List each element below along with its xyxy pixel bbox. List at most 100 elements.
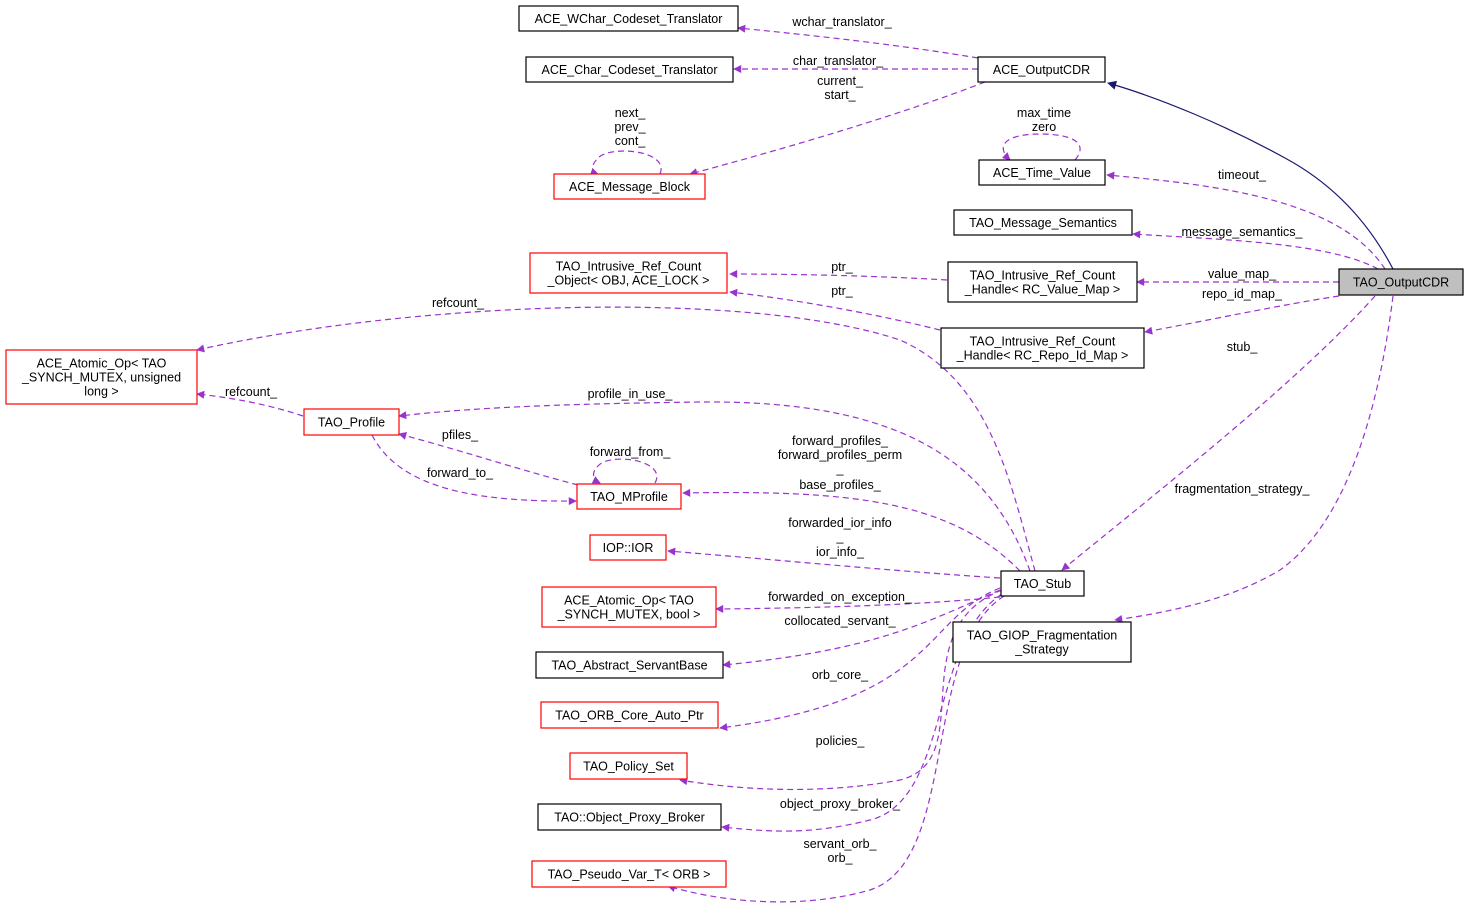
node-label-line: TAO_Abstract_ServantBase	[551, 659, 707, 673]
node-label-line: ACE_Time_Value	[993, 166, 1091, 180]
edge-profile-in-use	[398, 401, 1031, 572]
node-label-line: ACE_Message_Block	[569, 180, 691, 194]
node-ace-char-codeset-translator[interactable]: ACE_Char_Codeset_Translator	[525, 56, 734, 83]
label-fragmentation-strategy: fragmentation_strategy_	[1175, 482, 1311, 496]
node-tao-giop-fragmentation-strategy[interactable]: TAO_GIOP_Fragmentation_Strategy	[952, 621, 1132, 663]
node-tao-message-semantics[interactable]: TAO_Message_Semantics	[953, 209, 1133, 236]
label-forward-to: forward_to_	[427, 466, 494, 480]
node-box	[525, 56, 734, 83]
node-label-line: TAO_MProfile	[590, 490, 668, 504]
node-ace-wchar-codeset-translator[interactable]: ACE_WChar_Codeset_Translator	[518, 5, 739, 32]
edge-label-line: policies_	[816, 734, 866, 748]
label-ior-info: ior_info_	[816, 545, 865, 559]
label-profile-in-use: profile_in_use_	[588, 387, 674, 401]
label-collocated-servant: collocated_servant_	[784, 614, 896, 628]
edge-label-line: fragmentation_strategy_	[1175, 482, 1311, 496]
edge-label-line: ptr_	[831, 284, 854, 298]
node-box	[1338, 268, 1464, 296]
node-tao-abstract-servantbase[interactable]: TAO_Abstract_ServantBase	[535, 651, 724, 679]
label-servant-orb: servant_orb_orb_	[804, 837, 878, 865]
node-ace-time-value[interactable]: ACE_Time_Value	[978, 159, 1106, 186]
node-label-line: TAO_OutputCDR	[1353, 276, 1449, 290]
node-label-line: TAO_Intrusive_Ref_Count	[970, 335, 1116, 349]
label-stub: stub_	[1227, 340, 1259, 354]
label-forward-from: forward_from_	[590, 445, 672, 459]
node-box	[553, 173, 706, 200]
node-tao-intrusive-ref-count-object[interactable]: TAO_Intrusive_Ref_Count_Object< OBJ, ACE…	[529, 252, 728, 294]
node-label-line: TAO_Intrusive_Ref_Count	[970, 269, 1116, 283]
edges	[196, 24, 1394, 903]
node-tao-mprofile[interactable]: TAO_MProfile	[576, 483, 682, 510]
edge-label-line: orb_	[827, 851, 853, 865]
edge-forward-from	[591, 458, 658, 484]
node-box	[978, 159, 1106, 186]
edge-wchar-translator	[737, 24, 979, 59]
node-label-line: TAO_Intrusive_Ref_Count	[556, 260, 702, 274]
edge-stub	[1061, 295, 1376, 571]
node-label-line: ACE_Char_Codeset_Translator	[541, 63, 717, 77]
edge-label-line: orb_core_	[812, 668, 869, 682]
edge-forwarded-on-exception	[715, 596, 1001, 613]
node-label-line: _Handle< RC_Value_Map >	[964, 283, 1120, 297]
node-box	[518, 5, 739, 32]
edge-label-line: _	[836, 462, 845, 476]
node-label-line: TAO_Stub	[1014, 577, 1071, 591]
node-label-line: _Object< OBJ, ACE_LOCK >	[547, 274, 710, 288]
edge-label-line: forwarded_ior_info	[788, 516, 892, 530]
node-label-line: TAO::Object_Proxy_Broker	[554, 811, 705, 825]
nodes: ACE_WChar_Codeset_Translator ACE_Char_Co…	[5, 5, 1464, 888]
node-box	[569, 752, 688, 780]
edge-ptr-repo	[729, 288, 941, 331]
node-box	[303, 408, 400, 436]
node-tao-outputcdr[interactable]: TAO_OutputCDR	[1338, 268, 1464, 296]
label-forwarded-on-exception: forwarded_on_exception_	[768, 590, 913, 604]
node-tao-intrusive-ref-count-handle-repo-id-map[interactable]: TAO_Intrusive_Ref_Count_Handle< RC_Repo_…	[940, 327, 1145, 369]
edge-refcount-profile	[196, 390, 304, 417]
node-tao-profile[interactable]: TAO_Profile	[303, 408, 400, 436]
label-wchar-translator: wchar_translator_	[791, 15, 892, 29]
node-label-line: long >	[84, 385, 118, 399]
node-box	[947, 261, 1138, 303]
label-pfiles: pfiles_	[442, 428, 479, 442]
node-label-line: _Strategy	[1014, 643, 1069, 657]
edge-labels: wchar_translator_ char_translator_ curre…	[225, 15, 1311, 865]
edge-label-line: char_translator_	[793, 54, 884, 68]
edge-policies	[679, 589, 1003, 791]
edge-current-start	[689, 81, 986, 177]
edge-label-line: next_	[615, 106, 647, 120]
edge-ptr-value	[729, 270, 948, 281]
edge-label-line: ior_info_	[816, 545, 865, 559]
node-ace-atomic-op-unsigned-long[interactable]: ACE_Atomic_Op< TAO_SYNCH_MUTEX, unsigned…	[5, 349, 198, 405]
node-ace-message-block[interactable]: ACE_Message_Block	[553, 173, 706, 200]
node-label-line: ACE_Atomic_Op< TAO	[564, 594, 694, 608]
node-ace-atomic-op-bool[interactable]: ACE_Atomic_Op< TAO_SYNCH_MUTEX, bool >	[541, 586, 717, 628]
edge-pfiles	[398, 431, 579, 486]
label-current-start: current_start_	[817, 74, 864, 102]
edge-time-value-self	[1002, 133, 1081, 161]
label-orb-core: orb_core_	[812, 668, 869, 682]
edge-label-line: ptr_	[831, 260, 854, 274]
node-iop-ior[interactable]: IOP::IOR	[589, 534, 667, 561]
edge-label-line: forward_from_	[590, 445, 672, 459]
node-ace-outputcdr[interactable]: ACE_OutputCDR	[977, 56, 1106, 83]
node-box	[531, 860, 727, 888]
edge-label-line: refcount_	[432, 296, 485, 310]
edge-label-line: forward_to_	[427, 466, 494, 480]
edge-label-line: refcount_	[225, 385, 278, 399]
node-box	[952, 621, 1132, 663]
edge-label-line: collocated_servant_	[784, 614, 896, 628]
edge-repo-id-map	[1144, 295, 1340, 335]
node-tao-orb-core-auto-ptr[interactable]: TAO_ORB_Core_Auto_Ptr	[540, 701, 719, 729]
edge-orb-core	[719, 587, 1001, 732]
label-timeout: timeout_	[1218, 168, 1267, 182]
node-tao-stub[interactable]: TAO_Stub	[1000, 570, 1085, 597]
node-tao-intrusive-ref-count-handle-value-map[interactable]: TAO_Intrusive_Ref_Count_Handle< RC_Value…	[947, 261, 1138, 303]
node-tao-pseudo-var-t-orb[interactable]: TAO_Pseudo_Var_T< ORB >	[531, 860, 727, 888]
label-forward-profiles: forward_profiles_forward_profiles_perm_	[778, 434, 902, 476]
node-box	[977, 56, 1106, 83]
node-tao-object-proxy-broker[interactable]: TAO::Object_Proxy_Broker	[537, 803, 722, 831]
edge-forward-to	[371, 434, 577, 506]
edge-label-line: prev_	[614, 120, 646, 134]
node-tao-policy-set[interactable]: TAO_Policy_Set	[569, 752, 688, 780]
